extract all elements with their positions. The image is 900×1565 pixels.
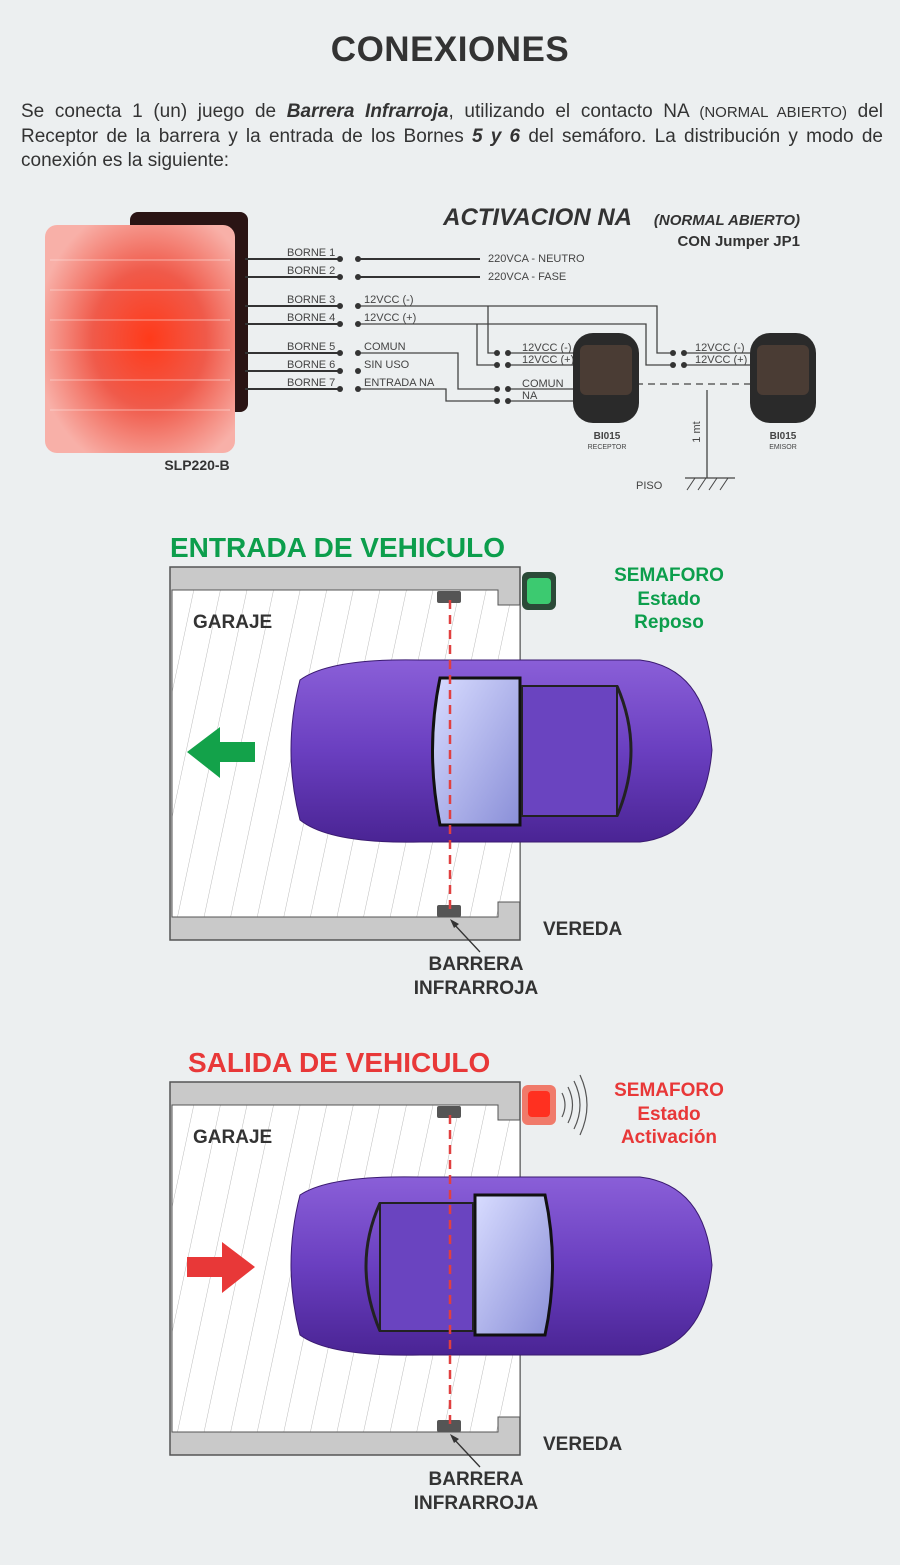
barrier-label: INFRARROJA	[414, 1493, 539, 1514]
intro-text: del Receptor de la barrera y la entrada …	[21, 101, 883, 147]
borne-label: BORNE 5	[287, 341, 335, 353]
sensor-top	[437, 591, 461, 603]
semaforo-state-value: Reposo	[634, 612, 704, 633]
car	[290, 659, 713, 843]
signal-label: 12VCC (-)	[364, 294, 414, 306]
semaforo-label: SEMAFORO	[614, 565, 724, 586]
sidewalk-label: VEREDA	[543, 1434, 622, 1455]
scene-entrada: ENTRADA DE VEHICULO GARAJE VEREDA BARRER…	[169, 532, 724, 999]
wiring-diagram: SLP220-B ACTIVACION NA (NORMAL ABIERTO) …	[45, 204, 816, 492]
traffic-light-red	[522, 1074, 588, 1136]
wires	[245, 258, 480, 390]
wiring-heading: ACTIVACION NA	[442, 204, 632, 231]
signal-label: 220VCA - NEUTRO	[488, 253, 585, 265]
sidewalk-label: VEREDA	[543, 919, 622, 940]
receptor-model: BI015	[594, 431, 621, 442]
intro-emphasis: Barrera Infrarroja	[286, 101, 449, 122]
receptor-pos-label: 12VCC (+)	[522, 354, 574, 366]
borne-label: BORNE 1	[287, 247, 335, 259]
alert-waves-icon	[561, 1074, 588, 1136]
borne-label: BORNE 3	[287, 294, 335, 306]
scene-salida: SALIDA DE VEHICULO GARAJE VEREDA BARRERA…	[169, 1047, 724, 1514]
car	[290, 1176, 713, 1356]
signal-label: 12VCC (+)	[364, 312, 416, 324]
sensor-top	[437, 1106, 461, 1118]
intro-small: (NORMAL ABIERTO)	[699, 104, 847, 121]
intro-text: Se conecta 1 (un) juego de	[21, 101, 287, 122]
signal-label: ENTRADA NA	[364, 377, 435, 389]
scene-heading: ENTRADA DE VEHICULO	[170, 532, 505, 563]
emisor-sensor-image: BI015 EMISOR	[750, 333, 816, 451]
arrow-right-icon	[187, 1242, 255, 1293]
borne-label: BORNE 7	[287, 377, 335, 389]
emisor-neg-label: 12VCC (-)	[695, 342, 745, 354]
sensor-bottom	[437, 905, 461, 917]
semaforo-label: SEMAFORO	[614, 1080, 724, 1101]
intro-text: del semáforo. La distribución y modo de …	[21, 126, 883, 171]
receptor-neg-label: 12VCC (-)	[522, 342, 572, 354]
signal-label: 220VCA - FASE	[488, 271, 566, 283]
emisor-model: BI015	[770, 431, 797, 442]
receptor-sensor-image: BI015 RECEPTOR	[573, 333, 639, 451]
height-label: 1 mt	[691, 421, 703, 442]
floor-label: PISO	[636, 480, 663, 492]
receptor-comun-label: COMUN	[522, 378, 564, 390]
signal-label: COMUN	[364, 341, 406, 353]
intro-emphasis: 5 y 6	[471, 126, 521, 147]
emisor-pos-label: 12VCC (+)	[695, 354, 747, 366]
traffic-light-green	[522, 572, 556, 610]
intro-text: , utilizando el contacto NA	[448, 101, 700, 122]
device-label: SLP220-B	[164, 457, 229, 473]
slp220b-device-image: SLP220-B	[45, 212, 248, 473]
receptor-na-label: NA	[522, 390, 538, 402]
signal-label: SIN USO	[364, 359, 410, 371]
garage-label: GARAJE	[193, 612, 272, 633]
intro-paragraph: Se conecta 1 (un) juego de Barrera Infra…	[21, 100, 883, 173]
garage-label: GARAJE	[193, 1127, 272, 1148]
barrier-label: BARRERA	[429, 954, 524, 975]
arrow-left-icon	[187, 727, 255, 778]
wiring-heading-sub: (NORMAL ABIERTO)	[654, 212, 800, 229]
emisor-role: EMISOR	[769, 444, 797, 451]
borne-label: BORNE 2	[287, 265, 335, 277]
scene-heading: SALIDA DE VEHICULO	[188, 1047, 490, 1078]
jumper-label: CON Jumper JP1	[677, 233, 800, 250]
semaforo-state-label: Estado	[637, 1104, 700, 1125]
barrier-label: INFRARROJA	[414, 978, 539, 999]
borne-label: BORNE 6	[287, 359, 335, 371]
sensor-bottom	[437, 1420, 461, 1432]
page-title: CONEXIONES	[330, 30, 570, 69]
receptor-role: RECEPTOR	[588, 444, 627, 451]
barrier-label: BARRERA	[429, 1469, 524, 1490]
borne-label: BORNE 4	[287, 312, 335, 324]
semaforo-state-value: Activación	[621, 1127, 717, 1148]
semaforo-state-label: Estado	[637, 589, 700, 610]
